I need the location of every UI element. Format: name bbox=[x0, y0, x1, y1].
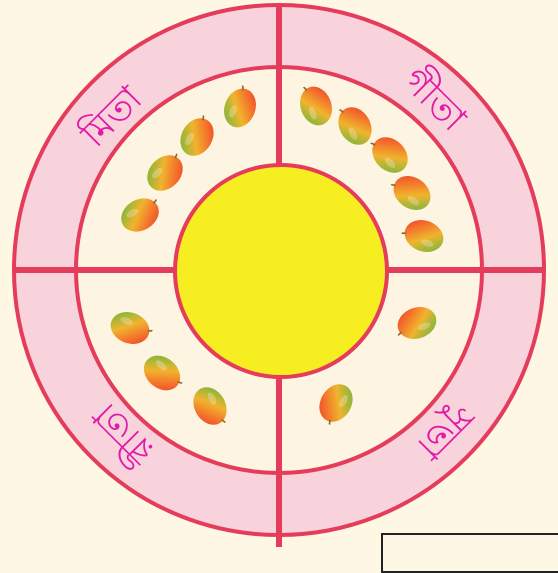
ring-svg: মিতা গীতা রীতা সুভা bbox=[0, 0, 558, 547]
corner-frame bbox=[381, 533, 558, 573]
mango-sharing-diagram: মিতা গীতা রীতা সুভা bbox=[0, 0, 558, 547]
center-circle bbox=[175, 165, 387, 377]
